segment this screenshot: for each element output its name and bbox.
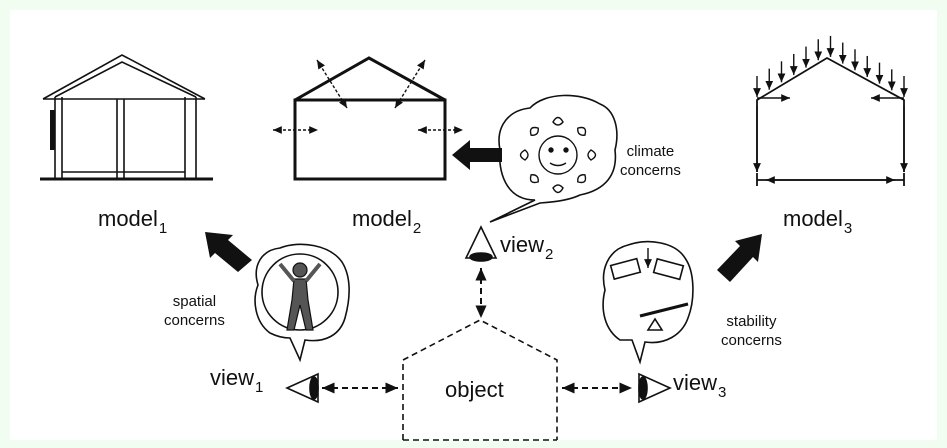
- human-figure-icon: [278, 262, 322, 331]
- model-1-label: model1: [98, 206, 168, 237]
- sun-ray: [519, 149, 529, 161]
- eye-icon: [638, 372, 672, 404]
- spatial-thought-bubble: [254, 243, 350, 363]
- sun-ray: [577, 126, 587, 136]
- eye-icon: [464, 225, 498, 262]
- view-connectors: [322, 268, 632, 394]
- model-2-label: model2: [352, 206, 422, 237]
- sun-ray: [529, 126, 539, 136]
- model-3-frame-drawing: [753, 35, 908, 186]
- model-3-label: model3: [783, 206, 853, 237]
- sun-ray: [552, 116, 564, 126]
- climate-thought-bubble: [489, 94, 618, 223]
- object-outline: [402, 319, 558, 441]
- sun-ray: [552, 184, 564, 194]
- stability-thought-bubble: [602, 240, 694, 365]
- eye-icon: [285, 372, 319, 404]
- climate-to-model-2-arrow: [452, 140, 502, 170]
- spatial-to-model-1-arrow: [205, 232, 252, 272]
- sun-ray: [529, 174, 539, 184]
- view-1-label: view1: [210, 365, 264, 396]
- view-2-label: view2: [500, 232, 554, 263]
- sun-ray: [577, 174, 587, 184]
- object-label: object: [445, 377, 504, 402]
- model-2-house-drawing: [273, 56, 463, 181]
- stability-to-model-3-arrow: [717, 234, 762, 282]
- sun-ray: [587, 149, 597, 161]
- sun-icon: [519, 116, 597, 194]
- model-1-house-drawing: [40, 54, 213, 181]
- view-3-label: view3: [673, 370, 727, 401]
